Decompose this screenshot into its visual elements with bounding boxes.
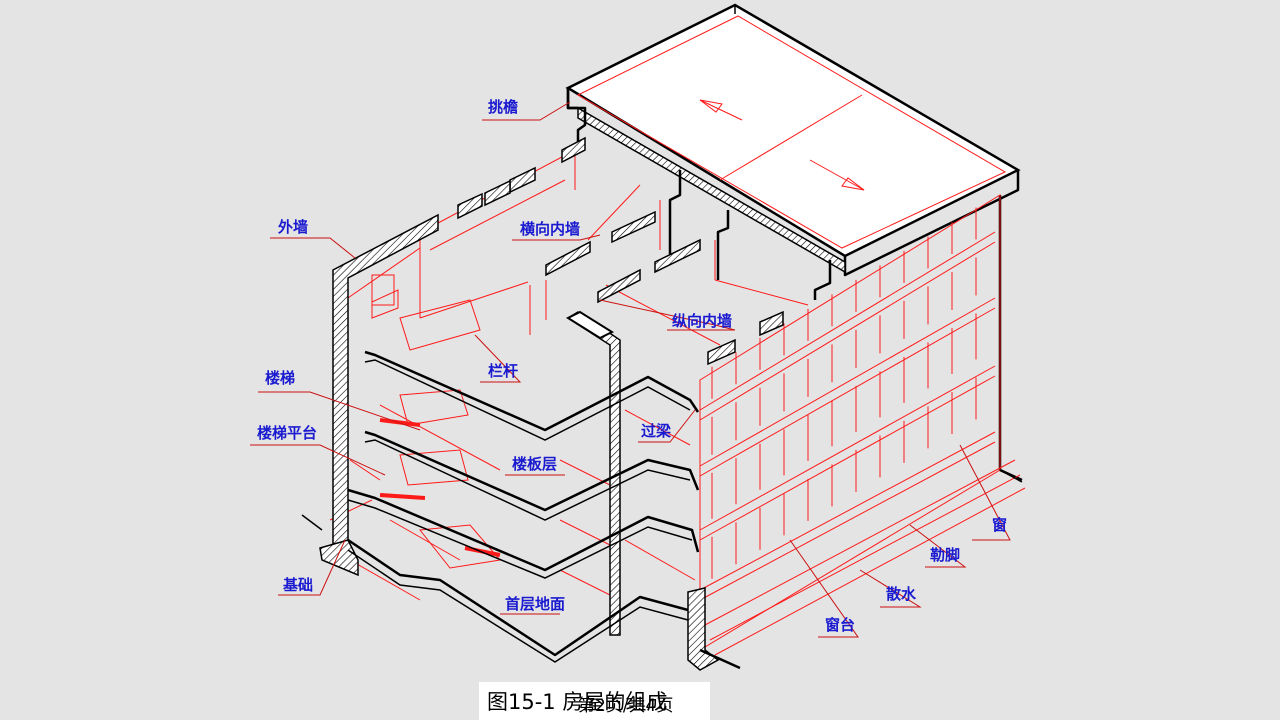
label-exterior-wall: 外墙 — [277, 218, 308, 236]
label-ground-floor: 首层地面 — [505, 595, 565, 613]
caption-box: 图15-1 房屋的组成 第2页/共4页 — [479, 682, 710, 720]
label-longitudinal-wall: 纵向内墙 — [672, 312, 732, 330]
label-lintel: 过梁 — [641, 422, 672, 440]
label-sill: 窗台 — [825, 616, 855, 634]
facade-right — [699, 194, 1026, 656]
label-transverse-wall: 横向内墙 — [520, 220, 580, 238]
label-foundation: 基础 — [282, 576, 313, 594]
label-window: 窗 — [992, 516, 1007, 534]
label-landing: 楼梯平台 — [257, 424, 317, 442]
label-railing: 栏杆 — [488, 362, 518, 380]
caption-title: 图15-1 房屋的组成 — [487, 690, 668, 714]
label-apron: 散水 — [886, 585, 917, 603]
label-stairs: 楼梯 — [265, 369, 295, 387]
label-floor-slab: 楼板层 — [512, 455, 557, 473]
section-cut — [301, 88, 1023, 671]
labels: 挑檐 外墙 横向内墙 纵向内墙 栏杆 楼梯 楼梯平台 过梁 楼板层 基础 首层地… — [257, 98, 1007, 634]
label-overhang: 挑檐 — [488, 98, 518, 116]
label-plinth: 勒脚 — [930, 546, 960, 564]
interior-lines — [329, 149, 809, 601]
page-indicator: 第2页/共4页 — [578, 696, 674, 716]
roof — [565, 3, 1021, 277]
leader-lines — [250, 101, 1011, 638]
